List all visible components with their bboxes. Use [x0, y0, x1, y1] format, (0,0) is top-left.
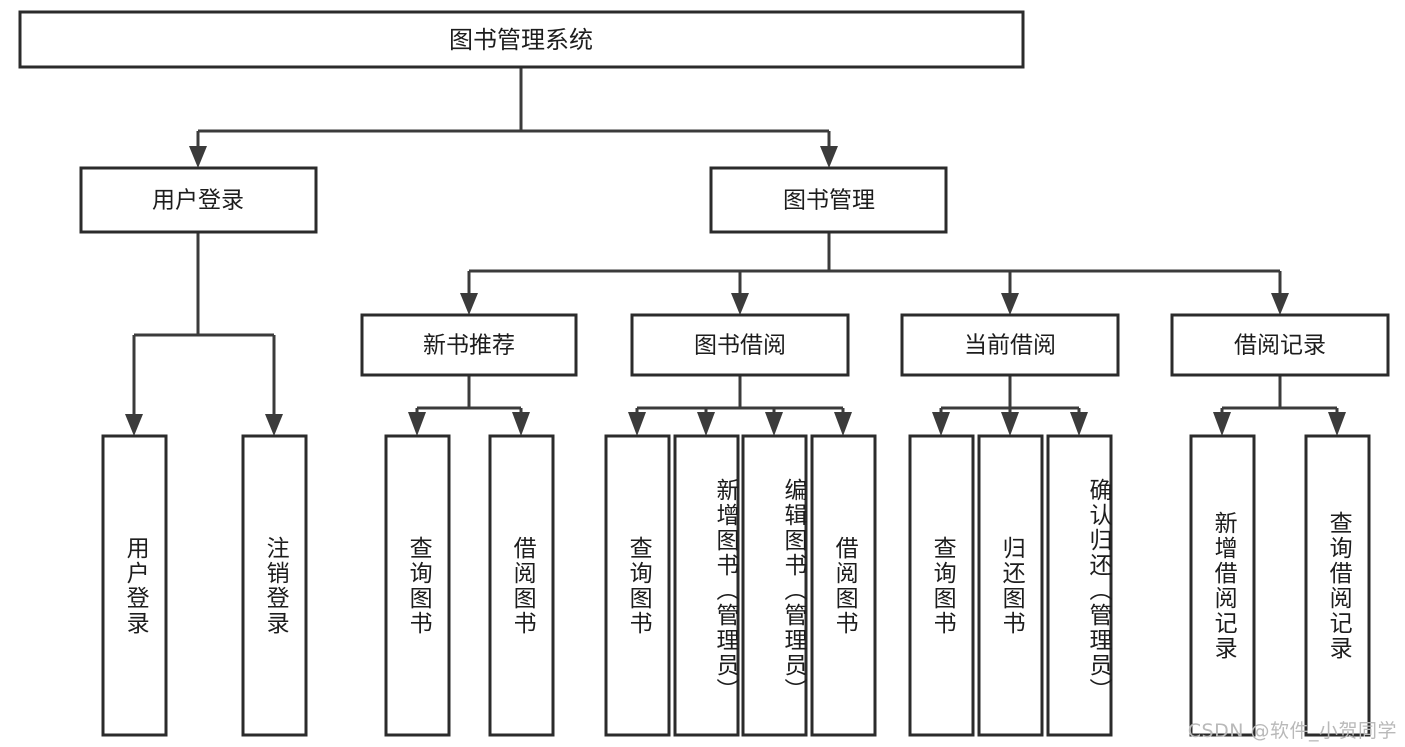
node-current-borrow-label: 当前借阅: [964, 333, 1056, 359]
arrow-head-cb-return-book: [1001, 412, 1019, 436]
arrow-head-leaf-user-login: [125, 414, 143, 436]
arrow-head-bb-borrow-book: [834, 412, 852, 436]
node-user-login-box[interactable]: [79, 166, 318, 234]
connector-group-new-book-rec: [408, 375, 530, 436]
arrow-head-leaf-logout: [265, 414, 283, 436]
node-root[interactable]: 图书管理系统: [18, 10, 1025, 69]
node-user-login-label: 用户登录: [152, 188, 244, 214]
leaf-box-cb-confirm-return[interactable]: [1046, 434, 1113, 737]
connector-group-borrow-record: [1213, 375, 1346, 436]
leaf-box-br-add-record[interactable]: [1189, 434, 1256, 737]
connector-group-current-borrow: [932, 375, 1088, 436]
leaf-box-bb-query-book[interactable]: [604, 434, 671, 737]
node-root-box[interactable]: [18, 10, 1025, 69]
node-book-borrow-label: 图书借阅: [694, 333, 786, 359]
arrow-head-book-mgmt: [820, 146, 838, 168]
arrow-head-bb-query-book: [628, 412, 646, 436]
leaf-box-cb-query-book[interactable]: [908, 434, 975, 737]
leaf-box-bb-edit-book[interactable]: [741, 434, 808, 737]
node-current-borrow[interactable]: 当前借阅: [900, 313, 1120, 377]
leaf-box-logout[interactable]: [241, 434, 308, 737]
csdn-watermark: CSDN @软件_小贺同学: [1187, 720, 1397, 742]
node-current-borrow-box[interactable]: [900, 313, 1120, 377]
connector-group-book-mgmt: [460, 232, 1289, 315]
arrow-head-nbr-query-book: [408, 412, 426, 436]
node-root-label: 图书管理系统: [449, 26, 593, 54]
node-new-book-recommend-box[interactable]: [360, 313, 578, 377]
arrow-head-user-login: [189, 146, 207, 168]
connector-group-root: [189, 67, 838, 168]
node-book-management-box[interactable]: [709, 166, 948, 234]
arrow-head-br-add-record: [1213, 412, 1231, 436]
leaf-box-cb-return-book[interactable]: [977, 434, 1044, 737]
node-book-borrow-box[interactable]: [630, 313, 850, 377]
node-borrow-record[interactable]: 借阅记录: [1170, 313, 1390, 377]
leaf-box-nbr-query-book[interactable]: [384, 434, 451, 737]
arrow-head-cb-query-book: [932, 412, 950, 436]
arrow-head-borrow-record: [1271, 293, 1289, 315]
arrow-head-bb-add-book: [697, 412, 715, 436]
arrow-head-book-borrow: [731, 293, 749, 315]
leaf-box-nbr-borrow-book[interactable]: [488, 434, 555, 737]
node-book-management[interactable]: 图书管理: [709, 166, 948, 234]
node-borrow-record-label: 借阅记录: [1234, 333, 1326, 359]
arrow-head-nbr-borrow-book: [512, 412, 530, 436]
leaf-box-bb-add-book[interactable]: [673, 434, 740, 737]
connector-group-book-borrow: [628, 375, 852, 436]
node-book-management-label: 图书管理: [783, 188, 875, 214]
node-new-book-recommend[interactable]: 新书推荐: [360, 313, 578, 377]
arrow-head-new-book-rec: [460, 293, 478, 315]
arrow-head-cb-confirm-return: [1070, 412, 1088, 436]
connector-group-user-login: [125, 232, 283, 436]
node-book-borrow[interactable]: 图书借阅: [630, 313, 850, 377]
node-user-login[interactable]: 用户登录: [79, 166, 318, 234]
node-new-book-recommend-label: 新书推荐: [423, 333, 515, 359]
leaf-boxes: [101, 434, 1371, 737]
leaf-box-br-query-record[interactable]: [1304, 434, 1371, 737]
leaf-box-bb-borrow-book[interactable]: [810, 434, 877, 737]
arrow-head-bb-edit-book: [765, 412, 783, 436]
node-borrow-record-box[interactable]: [1170, 313, 1390, 377]
arrow-head-br-query-record: [1328, 412, 1346, 436]
arrow-head-current-borrow: [1001, 293, 1019, 315]
leaf-box-user-login[interactable]: [101, 434, 168, 737]
